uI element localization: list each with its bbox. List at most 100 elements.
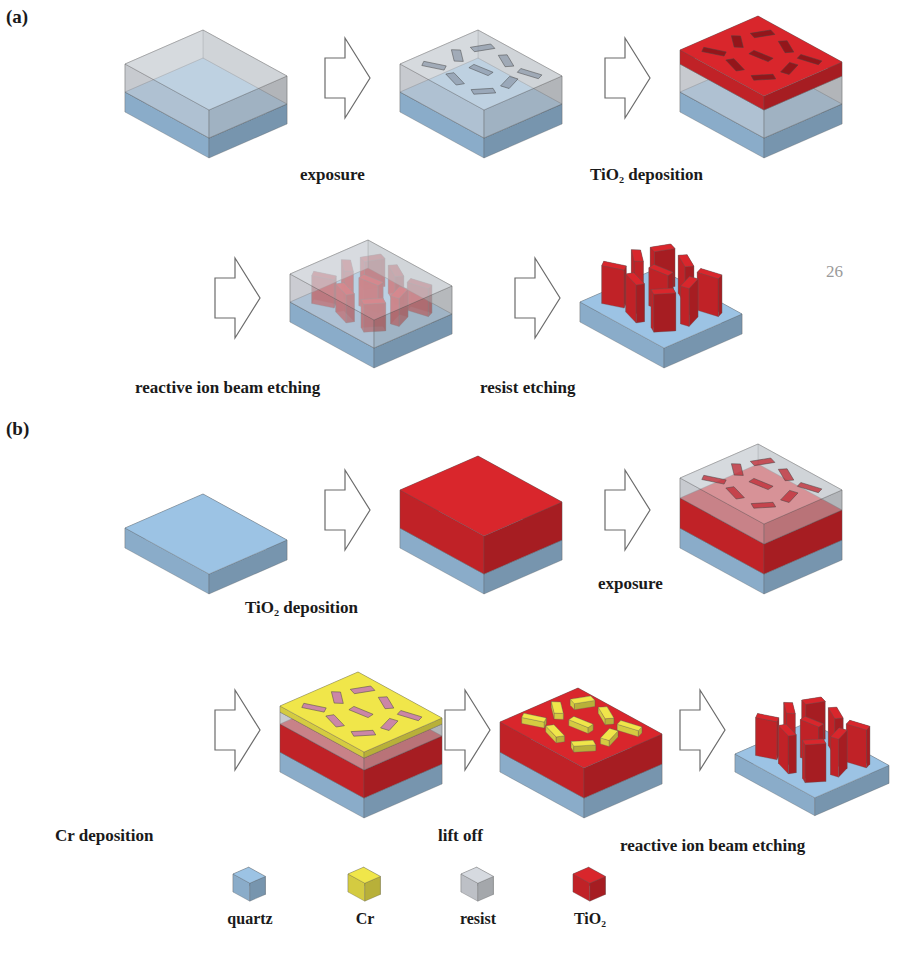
- pattern-opening: [750, 30, 775, 38]
- pattern-opening: [778, 469, 794, 481]
- top-face: [617, 721, 642, 731]
- step-arrow: [215, 258, 260, 338]
- tio2-pillar: [846, 720, 869, 768]
- step-label: reactive ion beam etching: [135, 378, 320, 398]
- side-face: [681, 286, 690, 327]
- swatch-cube: [233, 867, 265, 901]
- step-label: lift off: [438, 826, 483, 846]
- cr-mask-pad: [617, 721, 642, 737]
- cr-mask-pad: [569, 716, 593, 733]
- swatch-cube: [461, 867, 493, 901]
- pattern-opening: [778, 41, 794, 53]
- side-face: [654, 293, 676, 332]
- pattern-opening: [797, 55, 822, 65]
- tio2-pillar: [779, 724, 797, 774]
- side-face: [605, 718, 614, 725]
- legend-text: Cr: [356, 910, 375, 928]
- top-face: [125, 30, 287, 110]
- pattern-opening: [331, 692, 343, 704]
- pattern-opening: [517, 69, 542, 79]
- top-face: [650, 244, 675, 252]
- top-face: [233, 867, 265, 883]
- stage-b4: [280, 672, 442, 818]
- tio2-pillar: [803, 739, 826, 783]
- step-arrows: [215, 38, 725, 770]
- quartz-substrate: [125, 494, 287, 594]
- cr-mask-pad: [571, 740, 596, 752]
- top-face: [803, 739, 826, 745]
- pattern-opening: [350, 686, 375, 694]
- page-number: 26: [826, 262, 843, 282]
- pattern-opening: [781, 490, 798, 502]
- step-arrow: [605, 470, 650, 550]
- panel-label: (a): [6, 6, 28, 28]
- pattern-opening: [349, 706, 373, 717]
- step-arrow: [325, 38, 370, 118]
- step-label: exposure: [598, 574, 663, 594]
- pattern-opening: [326, 715, 345, 727]
- side-face: [803, 740, 806, 782]
- top-face: [626, 273, 645, 285]
- pattern-opening: [797, 483, 822, 493]
- cr-mask-pad: [601, 728, 618, 746]
- pattern-opening: [731, 464, 743, 476]
- pattern-opening: [470, 44, 495, 52]
- pattern-opening: [749, 478, 773, 489]
- pattern-opening: [422, 61, 446, 70]
- pattern-opening: [702, 475, 726, 484]
- step-arrow: [215, 690, 260, 770]
- step-arrow: [325, 470, 370, 550]
- legend: [233, 867, 605, 901]
- top-face: [400, 456, 562, 536]
- side-face: [651, 290, 654, 333]
- step-arrow: [515, 258, 560, 338]
- step-label: reactive ion beam etching: [620, 836, 805, 856]
- pattern-opening: [726, 487, 745, 499]
- swatch-cube: [573, 867, 605, 901]
- top-face: [651, 288, 676, 294]
- cr-mask-pad: [522, 713, 546, 728]
- top-face: [573, 867, 605, 883]
- stage-b1: [125, 494, 287, 594]
- pattern-opening: [751, 74, 776, 80]
- side-face: [602, 266, 624, 309]
- cr-mask-pad: [598, 707, 614, 725]
- side-face: [697, 272, 718, 316]
- pattern-opening: [501, 76, 518, 88]
- stage-a1: [125, 30, 287, 158]
- top-face: [846, 720, 869, 730]
- top-face: [551, 702, 563, 714]
- top-face: [569, 716, 593, 727]
- pattern-opening: [378, 697, 394, 709]
- top-face: [631, 250, 643, 262]
- pattern-opening: [351, 730, 376, 736]
- top-face: [680, 444, 842, 524]
- stage-a4: [290, 240, 452, 368]
- top-face: [400, 30, 562, 110]
- pattern-opening: [702, 47, 726, 56]
- pattern-opening: [749, 50, 773, 61]
- stage-b5: [500, 688, 662, 818]
- top-face: [828, 707, 843, 718]
- stage-b6: [735, 697, 889, 816]
- top-face: [522, 713, 546, 722]
- top-face: [500, 688, 662, 768]
- stage-b3: [680, 444, 842, 594]
- resist-layer: [125, 30, 287, 138]
- tio2-pillar: [831, 728, 848, 777]
- side-face: [867, 726, 870, 768]
- top-face: [678, 255, 694, 267]
- tio2-pillar: [756, 714, 779, 760]
- top-face: [571, 740, 596, 746]
- pattern-opening: [451, 50, 463, 62]
- top-face: [461, 867, 493, 883]
- step-arrow: [445, 690, 490, 770]
- pattern-opening: [381, 718, 398, 730]
- top-face: [756, 714, 779, 722]
- tio2-pillar: [651, 288, 676, 332]
- pattern-opening: [397, 711, 422, 721]
- swatch-cube: [348, 867, 380, 901]
- stage-a3: [680, 16, 842, 158]
- pattern-opening: [469, 64, 493, 75]
